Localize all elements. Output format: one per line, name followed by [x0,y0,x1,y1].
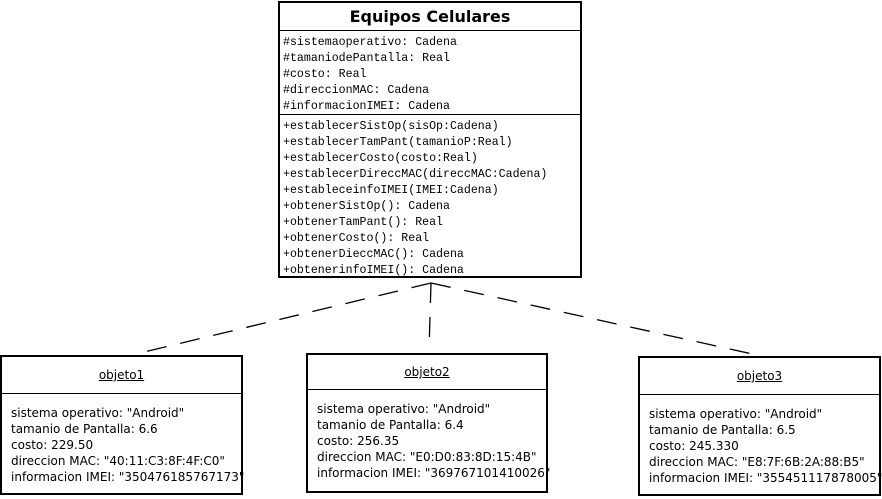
object-slot: sistema operativo: "Android" [11,406,185,420]
object-name: objeto2 [308,355,546,390]
class-attribute: #costo: Real [283,68,367,81]
object-slot: costo: 256.35 [317,434,400,448]
object-slot: direccion MAC: "E8:7F:6B:2A:88:B5" [649,455,865,469]
object-slot: sistema operativo: "Android" [317,402,491,416]
class-attribute: #sistemaoperativo: Cadena [283,36,457,49]
connector-objeto3 [430,282,758,356]
object-objeto1: objeto1 sistema operativo: "Android" tam… [0,355,245,495]
object-slot: informacion IMEI: "369767101410026" [317,466,551,480]
class-method: +estableceinfoIMEI(IMEI:Cadena) [283,184,499,197]
class-method: +establecerCosto(costo:Real) [283,152,478,165]
class-attribute: #tamaniodePantalla: Real [283,52,450,65]
object-slots: sistema operativo: "Android" tamanio de … [308,390,551,481]
object-slot: informacion IMEI: "355451117878005" [649,471,882,485]
class-methods: +establecerSistOp(sisOp:Cadena) +estable… [280,115,580,279]
class-method: +obtenerDieccMAC(): Cadena [283,248,464,261]
class-method: +establecerTamPant(tamanioP:Real) [283,136,513,149]
class-attribute: #informacionIMEI: Cadena [283,100,450,113]
class-method: +obtenerinfoIMEI(): Cadena [283,264,464,277]
connector-objeto2 [428,282,432,352]
object-slot: sistema operativo: "Android" [649,407,823,421]
class-name: Equipos Celulares [280,3,580,31]
class-method: +establecerDireccMAC(direccMAC:Cadena) [283,168,548,181]
class-attribute: #direccionMAC: Cadena [283,84,430,97]
object-slot: direccion MAC: "E0:D0:83:8D:15:4B" [317,450,537,464]
object-slot: costo: 245.330 [649,439,739,453]
object-objeto2: objeto2 sistema operativo: "Android" tam… [306,353,551,493]
object-slots: sistema operativo: "Android" tamanio de … [640,395,882,486]
class-method: +obtenerCosto(): Real [283,232,430,245]
class-method: +obtenerSistOp(): Cadena [283,200,450,213]
object-slot: informacion IMEI: "350476185767173" [11,470,245,484]
object-slot: costo: 229.50 [11,438,94,452]
object-slot: tamanio de Pantalla: 6.4 [317,418,464,432]
class-method: +establecerSistOp(sisOp:Cadena) [283,120,499,133]
object-name: objeto3 [640,358,879,395]
object-name: objeto1 [2,357,241,394]
object-slot: tamanio de Pantalla: 6.6 [11,422,158,436]
class-method: +obtenerTamPant(): Real [283,216,444,229]
object-objeto3: objeto3 sistema operativo: "Android" tam… [638,356,882,496]
object-slots: sistema operativo: "Android" tamanio de … [2,394,245,485]
object-slot: tamanio de Pantalla: 6.5 [649,423,796,437]
class-equipos-celulares: Equipos Celulares #sistemaoperativo: Cad… [278,1,582,278]
class-attributes: #sistemaoperativo: Cadena #tamaniodePant… [280,31,580,115]
object-slot: direccion MAC: "40:11:C3:8F:4F:C0" [11,454,225,468]
connector-objeto1 [139,282,432,354]
